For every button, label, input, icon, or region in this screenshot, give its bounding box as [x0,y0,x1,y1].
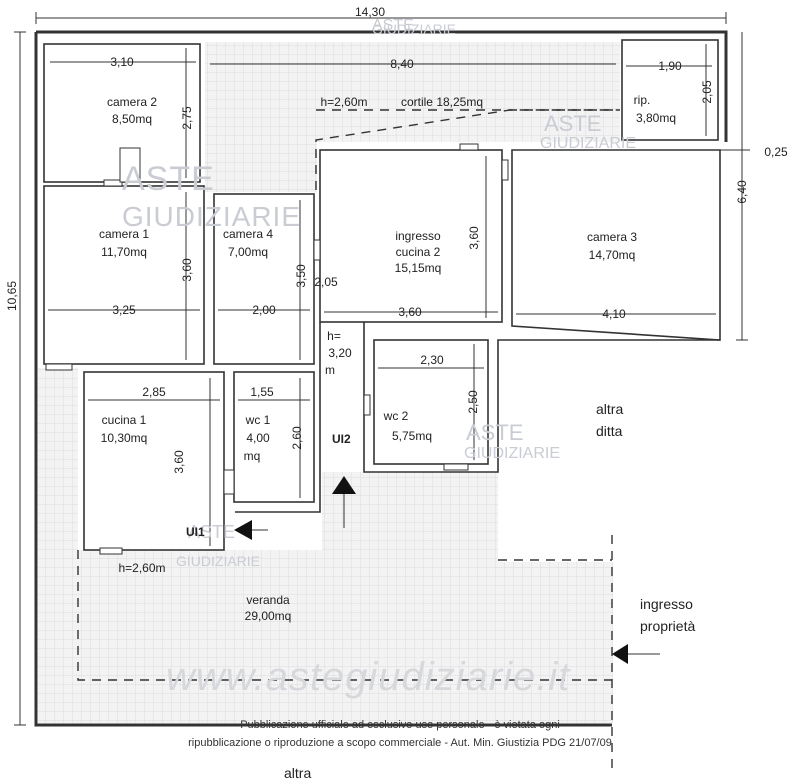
watermark-url: www.astegiudiziarie.it [166,655,571,699]
room-area-cucina1: 10,30mq [101,431,148,445]
watermark-brand-top-1: ASTE [372,17,414,34]
room-area-ingresso: 15,15mq [395,261,442,275]
dim-cam3-w: 4,10 [602,307,626,321]
room-area-veranda: 29,00mq [245,609,292,623]
room-unit-wc1: mq [244,449,261,463]
footer-notice: Pubblicazione ufficiale ad esclusivo uso… [188,719,612,749]
room-area-camera2: 8,50mq [112,112,152,126]
interior-dimensions [48,44,716,546]
room-name-camera2: camera 2 [107,95,157,109]
label-ingresso-prop-1: ingresso [640,596,693,612]
dim-ingr-h: 3,60 [467,226,481,250]
outer-dimensions [14,12,750,726]
dim-wc1-h: 2,60 [290,426,304,450]
ui1-arrow-icon [234,520,252,540]
room-area-camera4: 7,00mq [228,245,268,259]
context-labels: altra ditta ingresso proprietà altra [284,401,695,780]
label-ui2: UI2 [332,432,351,446]
dim-wc2-h: 2,50 [466,390,480,414]
label-ui1: UI1 [186,525,205,539]
dim-cam2-w: 3,10 [110,55,134,69]
label-altra-ditta-1: altra [596,401,623,417]
walls [34,30,728,770]
watermark-brand-right-1: ASTE [544,111,601,136]
footer-line-2: ripubblicazione o riproduzione a scopo c… [188,737,612,749]
room-name-cucina1: cucina 1 [102,413,147,427]
watermarks: ASTE GIUDIZIARIE ASTE GIUDIZIARIE ASTE G… [122,17,636,699]
room-name-cortile: cortile 18,25mq [401,95,483,109]
dim-gap: 0,25 [764,145,788,159]
dim-cortile-w: 8,40 [390,57,414,71]
dim-cam1-w: 3,25 [112,303,136,317]
watermark-brand-mid-2: GIUDIZIARIE [464,445,560,462]
room-name-wc2: wc 2 [383,409,409,423]
dim-cam3-h: 6,40 [735,180,749,204]
watermark-brand-big-2: GIUDIZIARIE [122,201,301,232]
room-area-camera3: 14,70mq [589,248,636,262]
height-labels: h=2,60m h=2,60m h= 3,20 m [118,95,367,575]
label-altra-ditta-2: ditta [596,423,623,439]
room-name-wc1: wc 1 [245,413,271,427]
room-name-camera1: camera 1 [99,227,149,241]
dim-wc1-w: 1,55 [250,385,274,399]
dim-total-height: 10,65 [5,281,19,311]
room-area-rip: 3,80mq [636,111,676,125]
dimension-labels: 14,30 10,65 3,10 2,75 8,40 1,90 2,05 0,2… [5,5,788,474]
watermark-brand-low-2: GIUDIZIARIE [176,553,260,569]
room-name-camera3: camera 3 [587,230,637,244]
dim-cam2-h: 2,75 [180,106,194,130]
height-corridor-2: 3,20 [328,346,352,360]
watermark-brand-top-2: GIUDIZIARIE [372,21,456,37]
dim-rip-w: 1,90 [658,59,682,73]
label-altra-bottom: altra [284,765,311,780]
room-area-camera1: 11,70mq [101,245,147,259]
tiled-areas [38,42,620,723]
label-ingresso-prop-2: proprietà [640,618,695,634]
room-area-wc2: 5,75mq [392,429,432,443]
dim-rip-h: 2,05 [700,80,714,104]
dim-cam1-h: 3,60 [180,258,194,282]
height-corridor-1: h= [327,329,341,343]
room-name-rip: rip. [634,93,651,107]
dim-cuc1-w: 2,85 [142,385,166,399]
door-markers [45,143,509,555]
dim-cuc1-h: 3,60 [172,450,186,474]
room-name-camera4: camera 4 [223,227,273,241]
watermark-brand-big-1: ASTE [122,160,215,198]
dim-ingr-side: 2,05 [314,275,338,289]
ingresso-arrow-icon [612,644,628,664]
height-corridor-3: m [325,363,335,377]
watermark-brand-right-2: GIUDIZIARIE [540,135,636,152]
room-name-veranda: veranda [246,593,290,607]
room-labels: camera 2 8,50mq camera 1 11,70mq camera … [99,93,676,623]
room-name-ingresso: ingresso [395,229,441,243]
watermark-brand-mid-1: ASTE [466,420,523,445]
dim-wc2-w: 2,30 [420,353,444,367]
room-name-cucina2: cucina 2 [396,245,441,259]
entrance-markers: UI1 UI2 [186,432,660,664]
ui2-arrow-icon [332,476,356,494]
dim-cam4-w: 2,00 [252,303,276,317]
watermark-brand-low-1: ASTE [188,522,235,542]
dim-ingr-w: 3,60 [398,305,422,319]
dim-total-width: 14,30 [355,5,385,19]
height-cortile: h=2,60m [320,95,367,109]
height-veranda: h=2,60m [118,561,165,575]
room-area-wc1: 4,00 [246,431,270,445]
footer-line-1: Pubblicazione ufficiale ad esclusivo uso… [240,719,560,731]
dim-cam4-h: 3,50 [294,264,308,288]
